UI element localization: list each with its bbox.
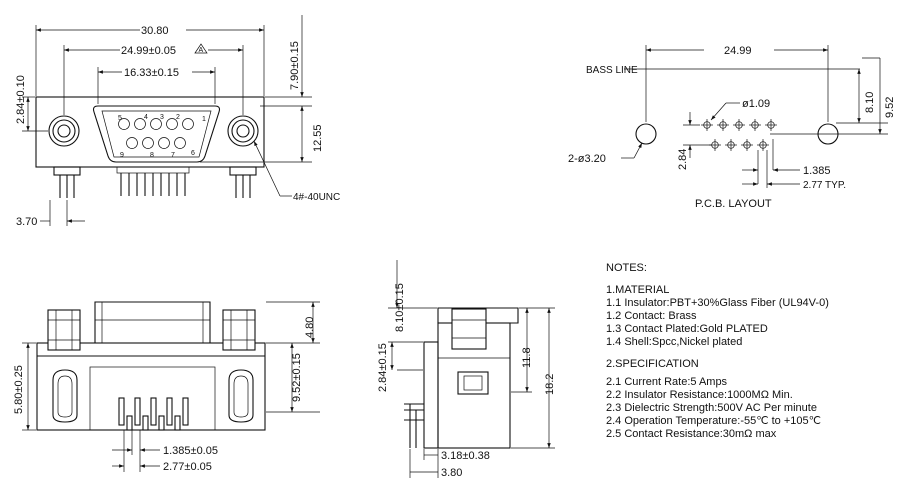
bass-line-label: BASS LINE <box>586 65 638 76</box>
spec-item: 2.1 Current Rate:5 Amps <box>606 376 728 388</box>
material-header: 1.MATERIAL <box>606 284 670 296</box>
revision-triangle: A <box>194 43 208 54</box>
pin-number: 8 <box>150 152 154 159</box>
dim-810: 8.10 <box>864 92 876 113</box>
d-shell <box>92 105 221 163</box>
screw-lock-right <box>227 115 259 147</box>
front-view: 5 4 3 2 1 9 8 7 6 <box>15 15 340 228</box>
pin-number: 3 <box>160 114 164 121</box>
dim-bottom-left: 5.80±0.25 <box>13 365 25 414</box>
dim-side-d2: 3.80 <box>441 467 462 479</box>
pin-number: 7 <box>171 152 175 159</box>
side-hex-nut <box>451 308 487 350</box>
dim-side-d1: 3.18±0.38 <box>441 450 490 462</box>
dim-952: 9.52 <box>884 97 896 118</box>
dim-pin-offset: 3.70 <box>16 216 37 228</box>
pcb-layout: BASS LINE 24.99 8.10 9.52 ø1.09 2-ø3.20 … <box>568 45 896 210</box>
board-lock-right <box>229 166 257 198</box>
spec-header: 2.SPECIFICATION <box>606 358 699 370</box>
revision-mark: A <box>199 47 204 54</box>
side-shell <box>437 307 519 324</box>
spec-item: 2.5 Contact Resistance:30mΩ max <box>606 428 777 440</box>
side-dimensions <box>388 260 555 478</box>
screw-lock-left <box>48 115 80 147</box>
dim-pitch: 2.77 TYP. <box>803 180 846 191</box>
dim-bottom-pitch: 2.77±0.05 <box>163 461 212 473</box>
pin-sockets-bottom <box>126 137 186 149</box>
pcb-dimensions <box>621 45 888 188</box>
material-item: 1.1 Insulator:PBT+30%Glass Fiber (UL94V-… <box>606 297 829 309</box>
dim-mount-spacing: 24.99±0.05 <box>121 45 176 57</box>
mount-hole-left <box>635 123 657 145</box>
board-lock-left <box>53 166 81 198</box>
dim-side-h1: 11.8 <box>521 347 533 368</box>
pcb-caption: P.C.B. LAYOUT <box>695 198 772 210</box>
bottom-lock-left <box>52 369 78 423</box>
bottom-housing <box>89 366 216 431</box>
dim-right-height: 12.55 <box>312 124 324 152</box>
dim-row-pitch: 2.84 <box>677 149 689 170</box>
spec-item: 2.3 Dielectric Strength:500V AC Per minu… <box>606 402 817 414</box>
bottom-shell <box>94 301 211 343</box>
dim-left-height: 2.84±0.10 <box>15 75 27 124</box>
dim-side-left: 2.84±0.15 <box>377 343 389 392</box>
pin-number: 1 <box>202 116 206 123</box>
hex-nut-right <box>222 309 256 351</box>
dim-bottom-offset: 1.385±0.05 <box>163 445 218 457</box>
dim-col-offset: 1.385 <box>803 165 831 177</box>
notes-title: NOTES: <box>606 262 647 274</box>
side-lock <box>457 371 489 395</box>
d-shell-inner <box>101 110 212 158</box>
side-view: 8.10±0.15 2.84±0.15 11.8 18.2 3.18±0.38 … <box>377 260 556 479</box>
material-item: 1.2 Contact: Brass <box>606 310 697 322</box>
pin-number: 9 <box>120 152 124 159</box>
dim-right-top: 7.90±0.15 <box>289 41 301 90</box>
bottom-lock-right <box>228 369 254 423</box>
dim-side-h2: 18.2 <box>544 374 556 395</box>
dim-bottom-top: 4.80 <box>304 317 316 338</box>
bottom-dimensions <box>22 301 320 472</box>
pin-number: 2 <box>176 114 180 121</box>
dim-overall-width: 30.80 <box>141 25 169 37</box>
material-item: 1.3 Contact Plated:Gold PLATED <box>606 323 768 335</box>
mount-hole-right <box>817 123 839 145</box>
spec-item: 2.4 Operation Temperature:-55℃ to +105℃ <box>606 415 821 427</box>
mount-hole-diameter: 2-ø3.20 <box>568 153 606 165</box>
notes-block: NOTES: 1.MATERIAL 1.1 Insulator:PBT+30%G… <box>606 262 904 441</box>
hex-nut-left <box>47 309 81 351</box>
material-item: 1.4 Shell:Spcc,Nickel plated <box>606 336 743 348</box>
dim-hole-spacing: 24.99 <box>724 45 752 57</box>
bottom-view: 5.80±0.25 4.80 9.52±0.15 1.385±0.05 2.77… <box>13 301 320 473</box>
pin-number: 6 <box>191 150 195 157</box>
side-flange <box>423 341 439 449</box>
pin-holes <box>701 119 777 151</box>
pcb-pins <box>116 166 190 196</box>
pin-number: 4 <box>144 114 148 121</box>
front-dimensions <box>22 15 312 226</box>
dim-bottom-right: 9.52±0.15 <box>291 353 303 402</box>
dim-side-top: 8.10±0.15 <box>394 283 406 332</box>
pin-number: 5 <box>118 115 122 122</box>
bottom-pins <box>118 397 189 431</box>
thread-label: 4#-40UNC <box>293 192 340 203</box>
dim-shell-width: 16.33±0.15 <box>124 67 179 79</box>
pin-hole-diameter: ø1.09 <box>742 98 770 110</box>
spec-item: 2.2 Insulator Resistance:1000MΩ Min. <box>606 389 793 401</box>
pin-sockets-top <box>118 118 194 130</box>
side-pins <box>404 403 424 448</box>
